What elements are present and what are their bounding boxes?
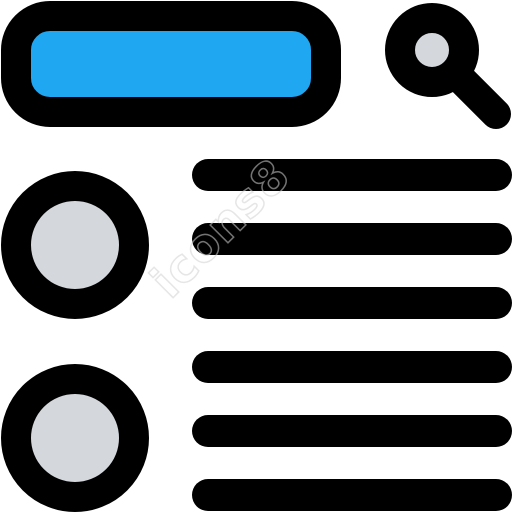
search-bar — [1, 1, 341, 127]
list-lines — [192, 159, 512, 511]
magnifier-icon — [385, 3, 511, 129]
avatar-circle-1 — [1, 171, 149, 319]
avatar-circle-2 — [1, 364, 149, 512]
